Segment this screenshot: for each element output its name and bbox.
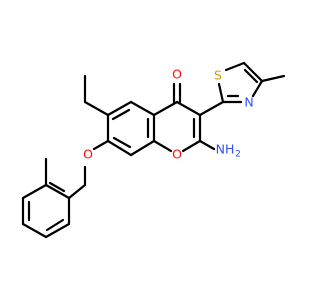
bond-c4-c3 [175,100,202,117]
atom-nh2-subscript: 2 [235,150,241,160]
bond-c2p-s [217,82,225,104]
bond-c4a-c5 [129,100,156,117]
bond-ph-c1-c2 [44,183,71,200]
bond-ph-c2-c3 [21,183,48,200]
bond-c4p-methyl [260,74,286,83]
bond-c8-c8a [129,139,156,157]
bond-o1-c8a [152,139,173,153]
bond-c7-c8 [106,139,133,157]
bond-s-c5p [224,61,246,72]
atom-labels: O O O NH 2 S N [83,67,254,162]
bond-c7-o-ether [92,139,110,151]
bond-c3-thiazole [198,100,225,117]
bond-c4p-n [251,79,264,98]
bond-ch2-phenyl [67,183,87,200]
atom-o-ring: O [172,147,182,162]
atom-n-thiazole: N [244,95,253,110]
bond-c5-c6-inner [111,108,131,121]
bond-c6-ethyl-ch2 [83,100,110,117]
atom-nh2: NH 2 [216,142,241,160]
bond-ph-c4-c5 [21,222,48,239]
bond-ph-c5-c6-inner [45,218,65,232]
bonds [21,61,286,239]
molecule-canvas: O O O NH 2 S N [21,61,286,239]
atom-nh2-main: NH [216,142,235,157]
bond-c5p-c4p [242,61,264,83]
bond-ph-c1-c2-inner [48,181,66,193]
molecule-structure: O O O NH 2 S N [21,61,286,239]
atom-o-ether: O [83,147,93,162]
bond-c5p-c4p-inner [243,68,259,84]
bond-ph-c5-c6 [44,222,71,239]
bond-c4a-c4 [152,100,179,117]
atom-o-ketone: O [172,67,182,82]
atom-s: S [214,68,222,83]
bond-c5-c6 [106,100,133,117]
bond-c7-c8-inner [112,136,132,149]
bond-c2-o1 [181,139,202,153]
bond-c2-nh2 [198,139,216,151]
